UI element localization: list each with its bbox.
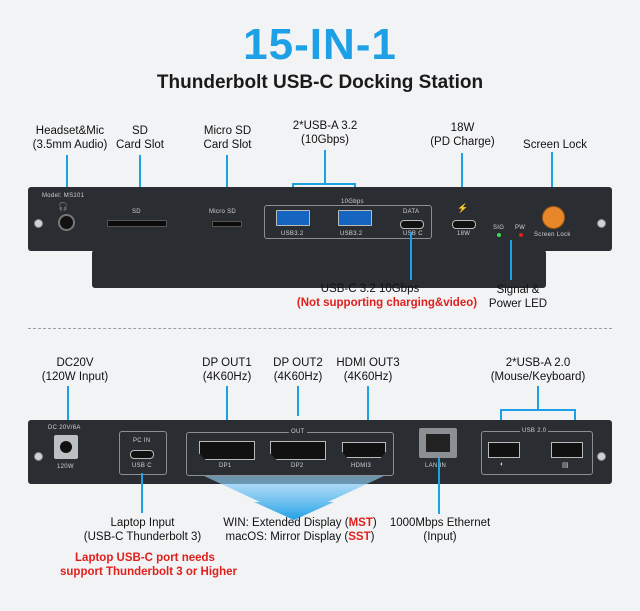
mac-mode-label: macOS: Mirror Display (SST)	[225, 531, 375, 543]
usbc-text: USB C	[403, 231, 423, 237]
screw-icon	[34, 452, 43, 461]
pd-label: 18W(PD Charge)	[430, 122, 495, 148]
usb20-text: USB 2.0	[520, 428, 549, 434]
usb-a-20-port-2[interactable]	[551, 442, 583, 458]
ethernet-label: 1000Mbps Ethernet(Input)	[389, 517, 491, 543]
led-label: Signal &Power LED	[488, 284, 548, 310]
screw-icon	[34, 219, 43, 228]
microsd-card-slot[interactable]	[212, 221, 242, 227]
gbps-text: 10Gbps	[339, 199, 366, 205]
headset-label: Headset&Mic(3.5mm Audio)	[32, 125, 108, 151]
out-text: OUT	[289, 429, 307, 435]
dc-jack[interactable]	[54, 435, 78, 459]
ethernet-port[interactable]	[419, 428, 457, 458]
usb-c-pd-port[interactable]	[452, 220, 476, 229]
pw-text: PW	[515, 225, 526, 231]
lanin-text: LAN IN	[425, 463, 447, 469]
section-divider	[28, 328, 612, 329]
usb-a-20-port-1[interactable]	[488, 442, 520, 458]
laptop-label: Laptop Input(USB-C Thunderbolt 3)	[83, 517, 202, 543]
usb32-text-1: USB3.2	[281, 231, 304, 237]
usb-a-port-2[interactable]	[338, 210, 372, 226]
dp2-label: DP OUT2(4K60Hz)	[273, 357, 323, 383]
charge-icon: ⚡	[457, 203, 469, 213]
signal-led-icon	[497, 233, 501, 237]
usba20-label: 2*USB-A 2.0(Mouse/Keyboard)	[490, 357, 586, 383]
usb-port-group	[264, 205, 432, 239]
usbc32-label: USB-C 3.2 10Gbps	[320, 283, 420, 295]
dc-text: DC 20V/6A	[48, 425, 81, 431]
usbc32-note: (Not supporting charging&video)	[296, 297, 478, 309]
audio-jack[interactable]	[58, 214, 75, 231]
dp2-port[interactable]	[270, 441, 326, 460]
pc-in-group	[119, 431, 167, 475]
power-led-icon	[519, 233, 523, 237]
hdmi3-text: HDMI3	[351, 463, 372, 469]
keyboard-icon: ▤	[562, 462, 569, 469]
usb-c-data-port[interactable]	[400, 220, 424, 229]
win-mode-label: WIN: Extended Display (MST)	[223, 517, 377, 529]
screen-lock-button[interactable]	[542, 206, 565, 229]
front-panel-foot	[92, 250, 546, 288]
sig-text: SIG	[493, 225, 505, 231]
hdmi-port[interactable]	[342, 442, 386, 458]
screw-icon	[597, 452, 606, 461]
model-text: Model: MS101	[42, 193, 85, 199]
usb-c-pc-in-port[interactable]	[130, 450, 154, 459]
display-mode-arrow-icon	[204, 476, 384, 520]
w120-text: 120W	[57, 464, 74, 470]
dp1-port[interactable]	[199, 441, 255, 460]
front-panel	[28, 187, 612, 251]
screen-lock-label: Screen Lock	[523, 139, 587, 151]
sd-card-slot[interactable]	[107, 220, 167, 227]
dc-label: DC20V(120W Input)	[41, 357, 109, 383]
pcin-text: PC IN	[133, 438, 151, 444]
dp1-label: DP OUT1(4K60Hz)	[202, 357, 252, 383]
dp1-text: DP1	[219, 463, 232, 469]
headset-mic-icon: 🎧	[58, 202, 68, 211]
data-text: DATA	[403, 209, 420, 215]
w18-text: 18W	[457, 231, 471, 237]
microsd-text: Micro SD	[209, 209, 237, 215]
usba32-label: 2*USB-A 3.2(10Gbps)	[292, 120, 358, 146]
mouse-icon: ◐	[500, 461, 505, 468]
screen-lock-text: Screen Lock	[534, 232, 571, 238]
usbc-rear-text: USB C	[132, 463, 152, 469]
sd-text: SD	[132, 209, 141, 215]
dp2-text: DP2	[291, 463, 304, 469]
usb-a-port-1[interactable]	[276, 210, 310, 226]
usb32-text-2: USB3.2	[340, 231, 363, 237]
screw-icon	[597, 219, 606, 228]
page-subtitle: Thunderbolt USB-C Docking Station	[156, 72, 484, 93]
hdmi-label: HDMI OUT3(4K60Hz)	[336, 357, 400, 383]
page-title: 15-IN-1	[243, 20, 397, 69]
